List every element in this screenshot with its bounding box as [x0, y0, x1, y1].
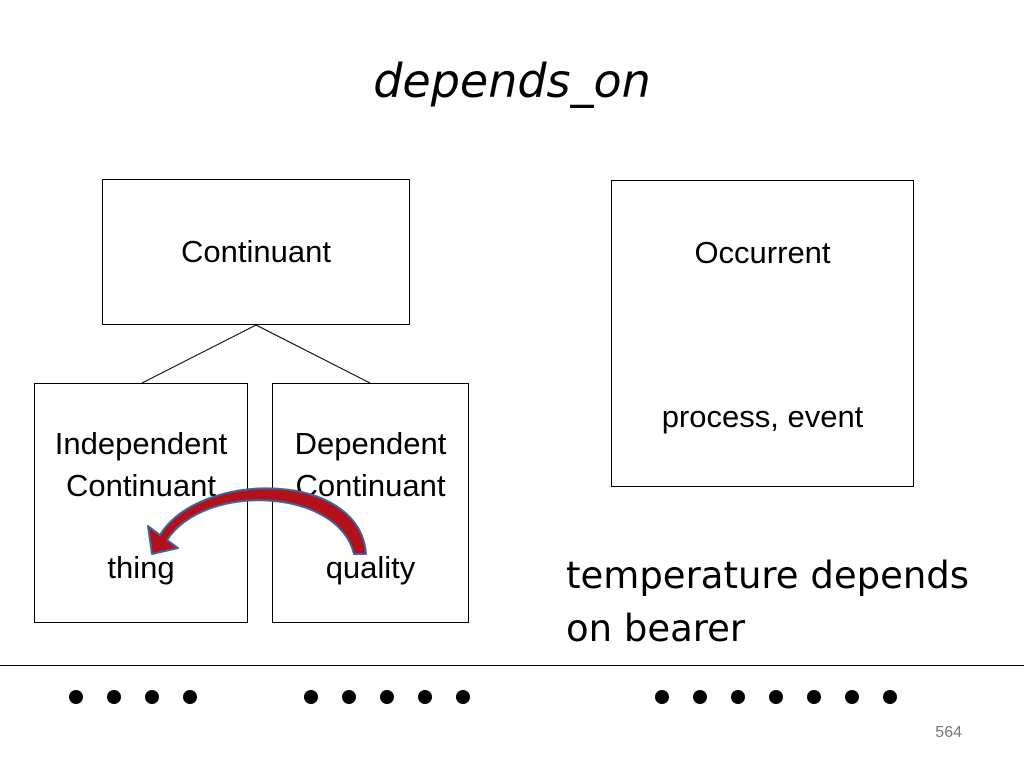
- occurrent-example: process, event: [661, 399, 864, 434]
- bullet-dot: [693, 690, 707, 704]
- caption-line2: on bearer: [566, 606, 746, 650]
- bullet-dot: [304, 690, 318, 704]
- bullet-dot: [769, 690, 783, 704]
- bullet-dot: [418, 690, 432, 704]
- caption: temperature depends on bearer: [566, 550, 1006, 656]
- independent-label-line1: Independent: [54, 426, 228, 461]
- bullet-dot: [655, 690, 669, 704]
- dot-group-3: [655, 690, 897, 704]
- bullet-dot: [731, 690, 745, 704]
- independent-label-line2: Continuant: [66, 468, 216, 503]
- bullet-dot: [380, 690, 394, 704]
- caption-line1: temperature depends: [566, 554, 970, 597]
- bullet-dot: [845, 690, 859, 704]
- continuant-box: Continuant: [102, 179, 410, 325]
- continuant-label: Continuant: [181, 234, 331, 269]
- bullet-dot: [807, 690, 821, 704]
- occurrent-box: Occurrent process, event: [611, 180, 914, 487]
- bullet-dot: [342, 690, 356, 704]
- bullet-dot: [883, 690, 897, 704]
- connector-to-independent: [141, 324, 257, 384]
- bullet-dot: [69, 690, 83, 704]
- dot-group-2: [304, 690, 470, 704]
- bullet-dot: [145, 690, 159, 704]
- independent-example: thing: [107, 550, 175, 585]
- dependent-example: quality: [325, 550, 416, 585]
- page-number: 564: [935, 724, 962, 741]
- curved-arrow-icon: [147, 487, 367, 555]
- dot-group-1: [69, 690, 197, 704]
- occurrent-label: Occurrent: [694, 235, 831, 270]
- slide-title: depends_on: [373, 54, 651, 108]
- connector-to-dependent: [255, 324, 371, 384]
- footer-divider: [0, 665, 1024, 666]
- bullet-dot: [456, 690, 470, 704]
- bullet-dot: [107, 690, 121, 704]
- dependent-label-line1: Dependent: [294, 426, 447, 461]
- bullet-dot: [183, 690, 197, 704]
